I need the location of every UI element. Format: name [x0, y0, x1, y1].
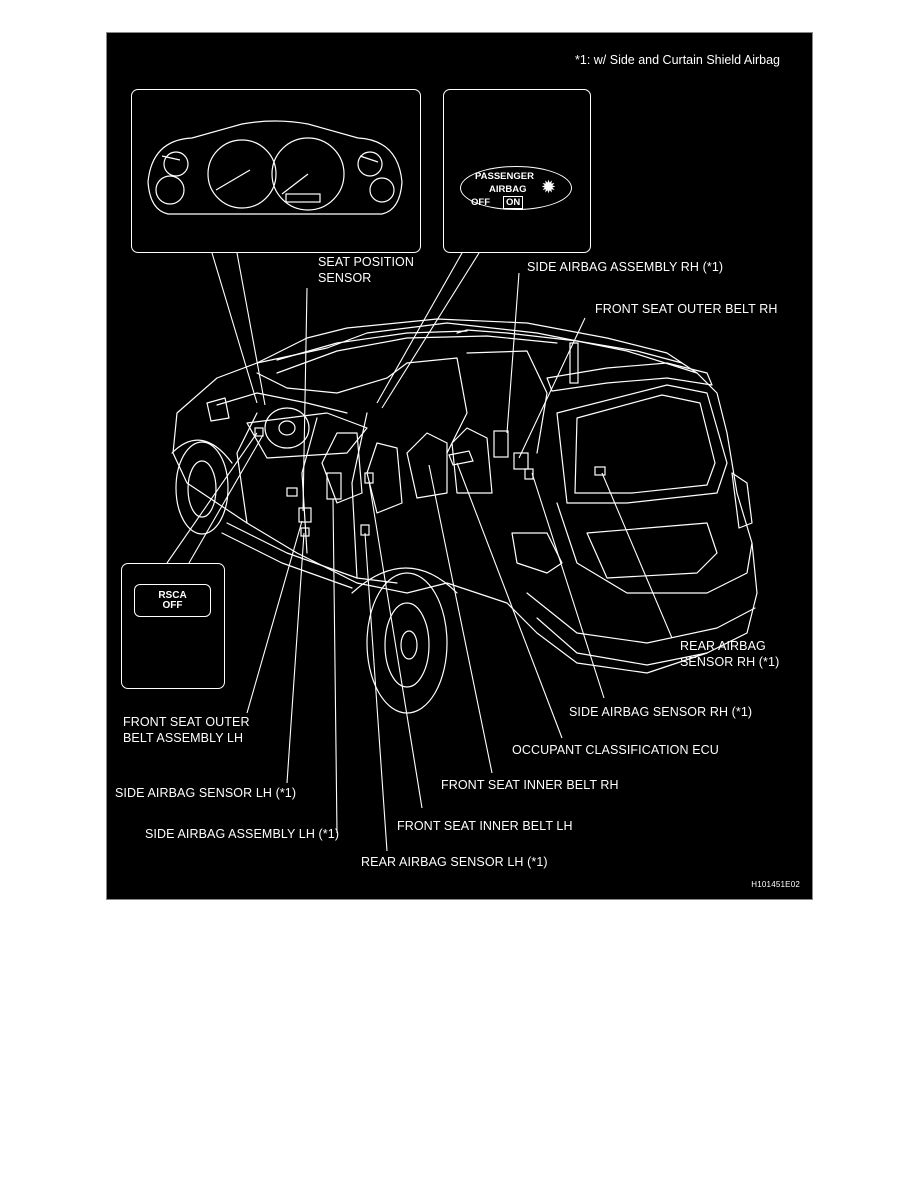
figure-id: H101451E02 — [751, 880, 800, 889]
passenger-airbag-indicator: PASSENGER AIRBAG OFF ON ✹ — [460, 166, 572, 210]
label-front-seat-outer-belt-rh: FRONT SEAT OUTER BELT RH — [595, 302, 778, 316]
label-side-airbag-assembly-rh: SIDE AIRBAG ASSEMBLY RH (*1) — [527, 260, 724, 274]
label-seat-position-sensor-2: SENSOR — [318, 271, 372, 285]
label-occupant-classification-ecu: OCCUPANT CLASSIFICATION ECU — [512, 743, 719, 757]
airbag-person-icon: ✹ — [541, 177, 557, 197]
footnote: *1: w/ Side and Curtain Shield Airbag — [575, 53, 780, 67]
label-rear-airbag-sensor-lh: REAR AIRBAG SENSOR LH (*1) — [361, 855, 548, 869]
diagram-frame: *1: w/ Side and Curtain Shield Airbag — [106, 32, 813, 900]
rsca-line2: OFF — [162, 600, 183, 611]
indicator-line1: PASSENGER — [475, 171, 534, 182]
vehicle-illustration — [166, 252, 758, 852]
label-side-airbag-sensor-rh: SIDE AIRBAG SENSOR RH (*1) — [569, 705, 753, 719]
gauge-cluster-illustration — [147, 120, 403, 215]
label-side-airbag-assembly-lh: SIDE AIRBAG ASSEMBLY LH (*1) — [145, 827, 340, 841]
label-rear-airbag-sensor-rh-1: REAR AIRBAG — [680, 639, 766, 653]
indicator-off: OFF — [471, 197, 490, 208]
rsca-line1: RSCA — [158, 590, 187, 601]
indicator-line2: AIRBAG — [489, 184, 527, 195]
combination-meter-inset — [131, 89, 421, 253]
label-front-seat-outer-belt-lh-2: BELT ASSEMBLY LH — [123, 731, 244, 745]
label-front-seat-inner-belt-lh: FRONT SEAT INNER BELT LH — [397, 819, 573, 833]
rsca-off-switch: RSCA OFF — [134, 584, 211, 617]
indicator-on: ON — [503, 196, 524, 209]
passenger-airbag-indicator-inset: PASSENGER AIRBAG OFF ON ✹ — [443, 89, 591, 253]
label-rear-airbag-sensor-rh-2: SENSOR RH (*1) — [680, 655, 780, 669]
label-seat-position-sensor-1: SEAT POSITION — [318, 255, 414, 269]
label-side-airbag-sensor-lh: SIDE AIRBAG SENSOR LH (*1) — [115, 786, 297, 800]
rsca-switch-inset: RSCA OFF — [121, 563, 225, 689]
label-front-seat-inner-belt-rh: FRONT SEAT INNER BELT RH — [441, 778, 619, 792]
label-front-seat-outer-belt-lh-1: FRONT SEAT OUTER — [123, 715, 250, 729]
